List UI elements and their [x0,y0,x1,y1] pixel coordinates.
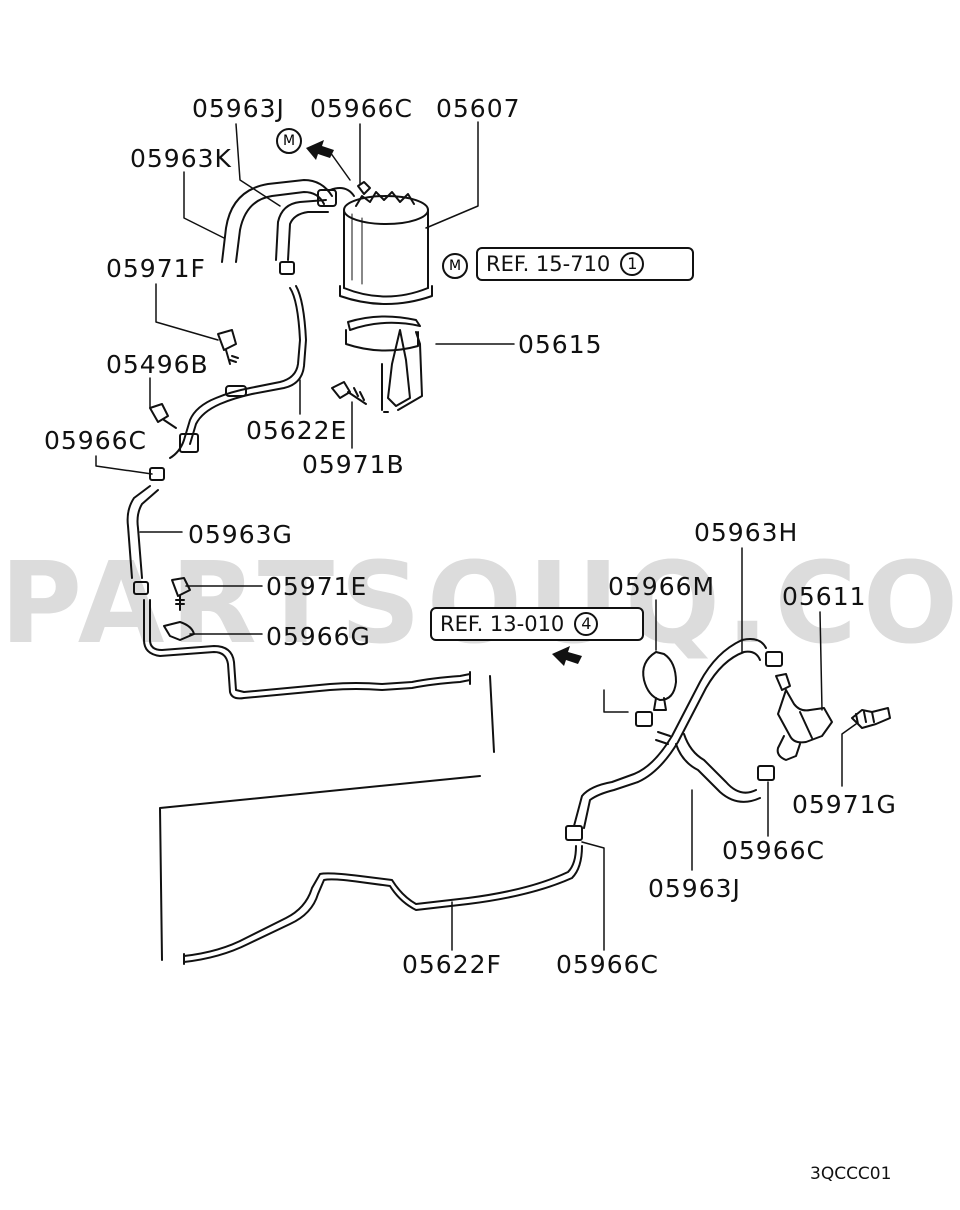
part-label: 05966C [310,94,413,123]
pipe-05622F [183,825,583,965]
canister-05607 [339,191,433,305]
break-lines [159,675,495,961]
leader-lines [95,121,857,951]
bracket-05615 [345,315,423,413]
bolts [149,329,891,729]
arrows [306,140,582,666]
marker-circle-m: M [442,253,468,279]
valve-05611 [757,651,833,781]
marker-circle-m: M [276,128,302,154]
part-label: 05966G [266,622,371,651]
clip-05966M [642,651,677,711]
part-label: 05971F [106,254,206,283]
part-label: 05963J [192,94,285,123]
pipe-05622E [169,285,307,459]
part-label: 05971B [302,450,405,479]
long-pipe-left [143,599,471,700]
part-label: 05966C [44,426,147,455]
reference-box[interactable]: REF. 13-010 4 [430,607,644,641]
reference-text: REF. 15-710 [486,251,611,276]
part-label: 05615 [518,330,603,359]
part-label: 05966M [608,572,716,601]
clip-05966G [163,621,195,641]
watermark-text: PARTSOUQ.COM [0,539,960,669]
upper-hoses [221,179,371,275]
reference-number: 4 [574,612,599,636]
part-label: 05963J [648,874,741,903]
reference-text: REF. 13-010 [440,611,565,636]
hose-05963H [573,638,767,829]
hose-05963J-lower [635,711,761,803]
part-label: 05611 [782,582,867,611]
part-label: 05971E [266,572,368,601]
part-label: 05622E [246,416,348,445]
part-label: 05496B [106,350,209,379]
part-label: 05966C [556,950,659,979]
part-label: 05607 [436,94,521,123]
part-label: 05963H [694,518,799,547]
part-label: 05963G [188,520,293,549]
part-label: 05963K [130,144,232,173]
part-label: 05622F [402,950,502,979]
part-label: 05966C [722,836,825,865]
reference-box[interactable]: REF. 15-710 1 [476,247,694,281]
diagram-code: 3QCCC01 [810,1164,892,1184]
part-label: 05971G [792,790,897,819]
hose-05963G [126,467,165,595]
reference-number: 1 [620,252,645,276]
